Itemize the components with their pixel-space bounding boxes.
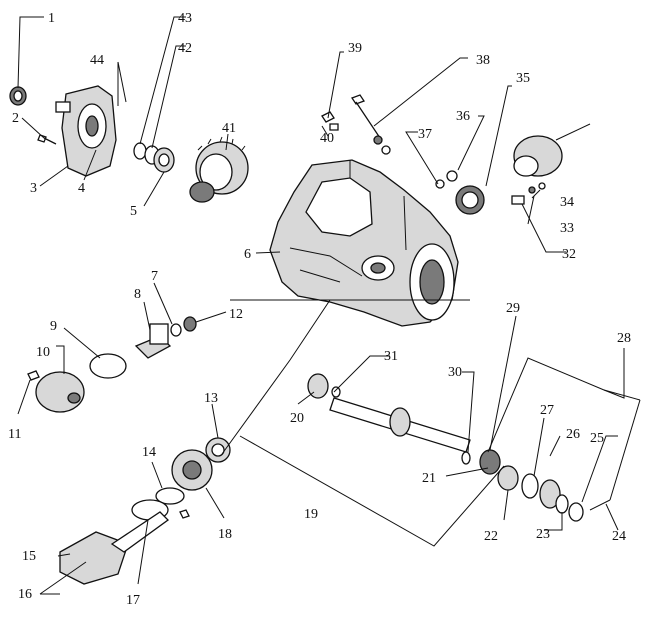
callout-2: 2 <box>12 111 19 126</box>
callout-1: 1 <box>48 11 55 26</box>
bolt <box>37 134 57 145</box>
leader-lines <box>17 16 641 595</box>
callout-41: 41 <box>222 121 236 136</box>
callout-9: 9 <box>50 319 57 334</box>
callout-22: 22 <box>484 529 498 544</box>
callout-5: 5 <box>130 204 137 219</box>
callout-34: 34 <box>560 195 574 210</box>
callout-29: 29 <box>506 301 520 316</box>
callout-16: 16 <box>18 587 32 602</box>
callout-6: 6 <box>244 247 251 262</box>
callout-42: 42 <box>178 41 192 56</box>
callout-44: 44 <box>90 53 104 68</box>
callout-31: 31 <box>384 349 398 364</box>
right-bearing-set <box>497 465 611 522</box>
callout-38: 38 <box>476 53 490 68</box>
gearbox-housing <box>269 159 459 327</box>
callout-15: 15 <box>22 549 36 564</box>
left-output-shaft <box>39 437 231 595</box>
speedometer-drive <box>134 316 197 359</box>
callout-8: 8 <box>134 287 141 302</box>
callout-21: 21 <box>422 471 436 486</box>
callout-25: 25 <box>590 431 604 446</box>
callout-28: 28 <box>617 331 631 346</box>
side-cover <box>55 85 117 177</box>
oil-seal <box>9 86 27 106</box>
callout-14: 14 <box>142 445 156 460</box>
callout-40: 40 <box>320 131 334 146</box>
callout-20: 20 <box>290 411 304 426</box>
primary-shaft <box>307 373 501 475</box>
callout-19: 19 <box>304 507 318 522</box>
callout-3: 3 <box>30 181 37 196</box>
callout-26: 26 <box>566 427 580 442</box>
callout-35: 35 <box>516 71 530 86</box>
callout-43: 43 <box>178 11 192 26</box>
callout-27: 27 <box>540 403 554 418</box>
callout-37: 37 <box>418 127 432 142</box>
callout-24: 24 <box>612 529 626 544</box>
small-fasteners <box>321 94 546 205</box>
callout-23: 23 <box>536 527 550 542</box>
callout-13: 13 <box>204 391 218 406</box>
callout-36: 36 <box>456 109 470 124</box>
callout-4: 4 <box>78 181 85 196</box>
callout-12: 12 <box>229 307 243 322</box>
callout-10: 10 <box>36 345 50 360</box>
differential-ring-gear <box>189 136 249 203</box>
callout-18: 18 <box>218 527 232 542</box>
callout-17: 17 <box>126 593 140 608</box>
callout-32: 32 <box>562 247 576 262</box>
callout-39: 39 <box>348 41 362 56</box>
callout-11: 11 <box>8 427 21 442</box>
end-cover <box>27 353 127 413</box>
callout-30: 30 <box>448 365 462 380</box>
callout-labels: 1 2 3 4 5 6 7 8 9 10 11 12 13 14 15 16 1… <box>8 11 631 608</box>
bearing-races <box>133 142 175 173</box>
callout-33: 33 <box>560 221 574 236</box>
callout-7: 7 <box>151 269 158 284</box>
output-flange <box>455 123 591 215</box>
